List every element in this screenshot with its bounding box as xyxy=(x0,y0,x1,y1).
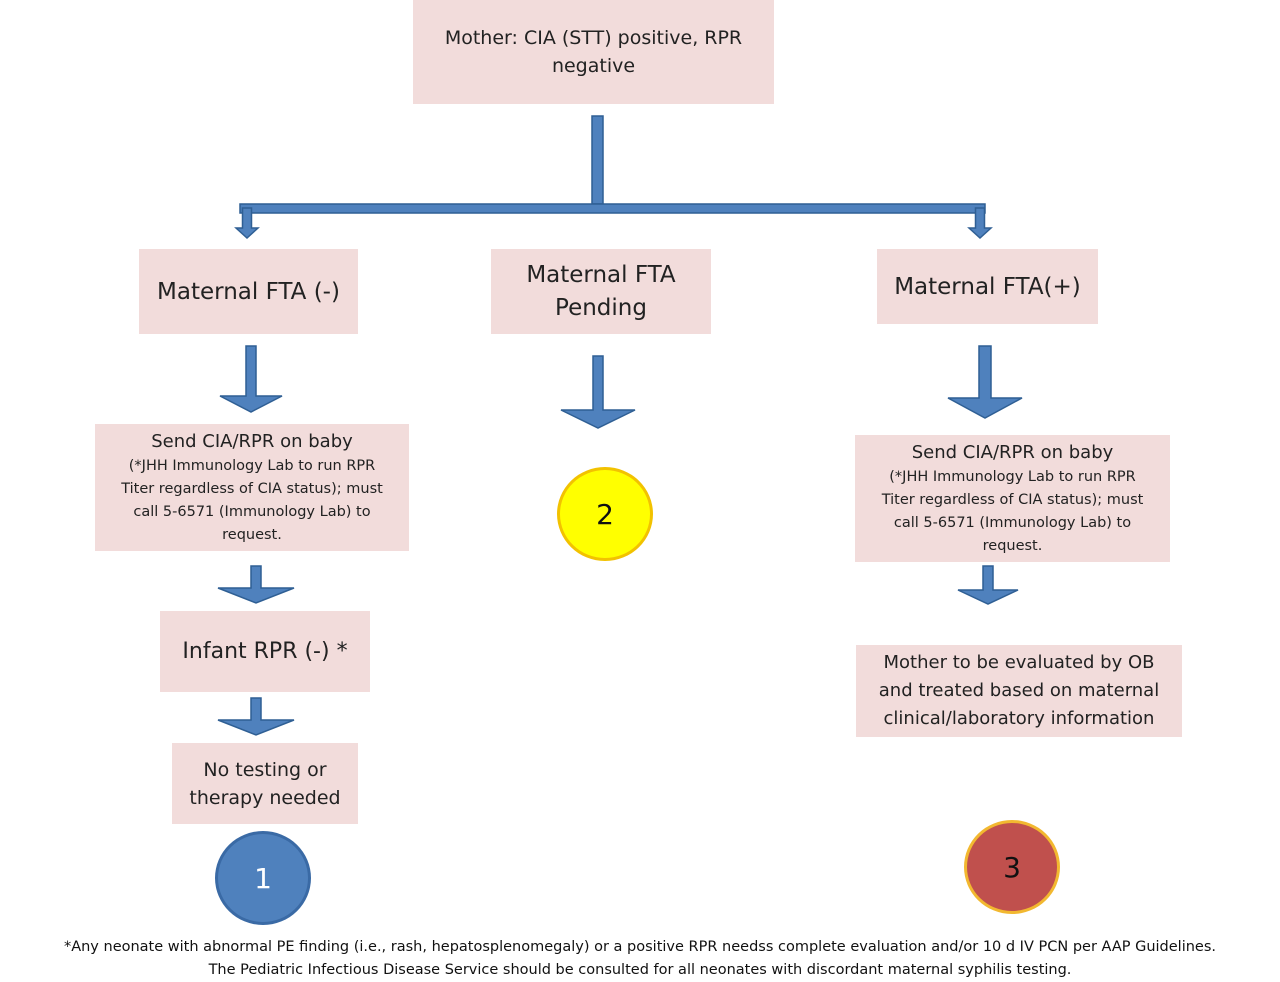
maternal-fta-pending-box: Maternal FTA Pending xyxy=(491,249,711,334)
footnote-line2: The Pediatric Infectious Disease Service… xyxy=(208,962,1072,978)
mother-evaluation-line3: clinical/laboratory information xyxy=(883,708,1155,729)
outcome-marker-3: 3 xyxy=(964,820,1060,914)
arrow-to-fta-positive xyxy=(967,207,993,240)
mother-status-line2: negative xyxy=(551,55,636,77)
arrow-fta-pending-to-marker xyxy=(560,355,636,429)
outcome-marker-3-label: 3 xyxy=(1003,850,1021,884)
mother-status-box: Mother: CIA (STT) positive, RPR negative xyxy=(413,0,774,104)
outcome-marker-2-label: 2 xyxy=(596,497,614,531)
send-cia-rpr-left-box: Send CIA/RPR on baby (*JHH Immunology La… xyxy=(95,424,409,551)
arrow-infant-rpr-to-no-testing xyxy=(217,697,295,736)
maternal-fta-positive-label: Maternal FTA(+) xyxy=(894,273,1081,300)
footnote: *Any neonate with abnormal PE finding (i… xyxy=(0,936,1280,982)
send-cia-rpr-left-note2: Titer regardless of CIA status); must xyxy=(121,480,383,497)
infant-rpr-negative-label: Infant RPR (-) * xyxy=(182,639,348,664)
trunk-connector xyxy=(591,115,604,205)
send-cia-rpr-left-note4: request. xyxy=(222,526,282,543)
mother-evaluation-box: Mother to be evaluated by OB and treated… xyxy=(856,645,1182,737)
send-cia-rpr-right-note4: request. xyxy=(982,537,1043,554)
maternal-fta-pending-line2: Pending xyxy=(555,294,647,321)
send-cia-rpr-left-note3: call 5-6571 (Immunology Lab) to xyxy=(133,503,371,520)
no-testing-line1: No testing or xyxy=(203,758,327,781)
send-cia-rpr-left-note1: (*JHH Immunology Lab to run RPR xyxy=(128,457,376,474)
send-cia-rpr-right-note3: call 5-6571 (Immunology Lab) to xyxy=(893,514,1132,531)
maternal-fta-negative-label: Maternal FTA (-) xyxy=(157,278,340,305)
maternal-fta-positive-box: Maternal FTA(+) xyxy=(877,249,1098,324)
arrow-send-to-mother-eval xyxy=(957,565,1019,605)
send-cia-rpr-left-title: Send CIA/RPR on baby xyxy=(151,430,353,452)
send-cia-rpr-right-note1: (*JHH Immunology Lab to run RPR xyxy=(889,468,1136,485)
send-cia-rpr-right-box: Send CIA/RPR on baby (*JHH Immunology La… xyxy=(855,435,1170,562)
maternal-fta-negative-box: Maternal FTA (-) xyxy=(139,249,358,334)
mother-status-line1: Mother: CIA (STT) positive, RPR xyxy=(444,27,743,49)
arrow-fta-negative-to-send xyxy=(219,345,283,413)
no-testing-line2: therapy needed xyxy=(189,786,341,809)
outcome-marker-1-label: 1 xyxy=(254,861,272,895)
arrow-to-fta-negative xyxy=(234,207,260,240)
infant-rpr-negative-box: Infant RPR (-) * xyxy=(160,611,370,692)
send-cia-rpr-right-note2: Titer regardless of CIA status); must xyxy=(881,491,1144,508)
mother-evaluation-line2: and treated based on maternal xyxy=(878,680,1160,701)
branch-connector xyxy=(239,203,986,214)
outcome-marker-2: 2 xyxy=(557,467,653,561)
footnote-line1: *Any neonate with abnormal PE finding (i… xyxy=(63,939,1217,955)
send-cia-rpr-right-title: Send CIA/RPR on baby xyxy=(911,441,1114,463)
no-testing-box: No testing or therapy needed xyxy=(172,743,358,824)
outcome-marker-1: 1 xyxy=(215,831,311,925)
arrow-send-to-infant-rpr xyxy=(217,565,295,604)
maternal-fta-pending-line1: Maternal FTA xyxy=(526,261,676,288)
arrow-fta-positive-to-send xyxy=(947,345,1023,419)
mother-evaluation-line1: Mother to be evaluated by OB xyxy=(883,652,1155,673)
